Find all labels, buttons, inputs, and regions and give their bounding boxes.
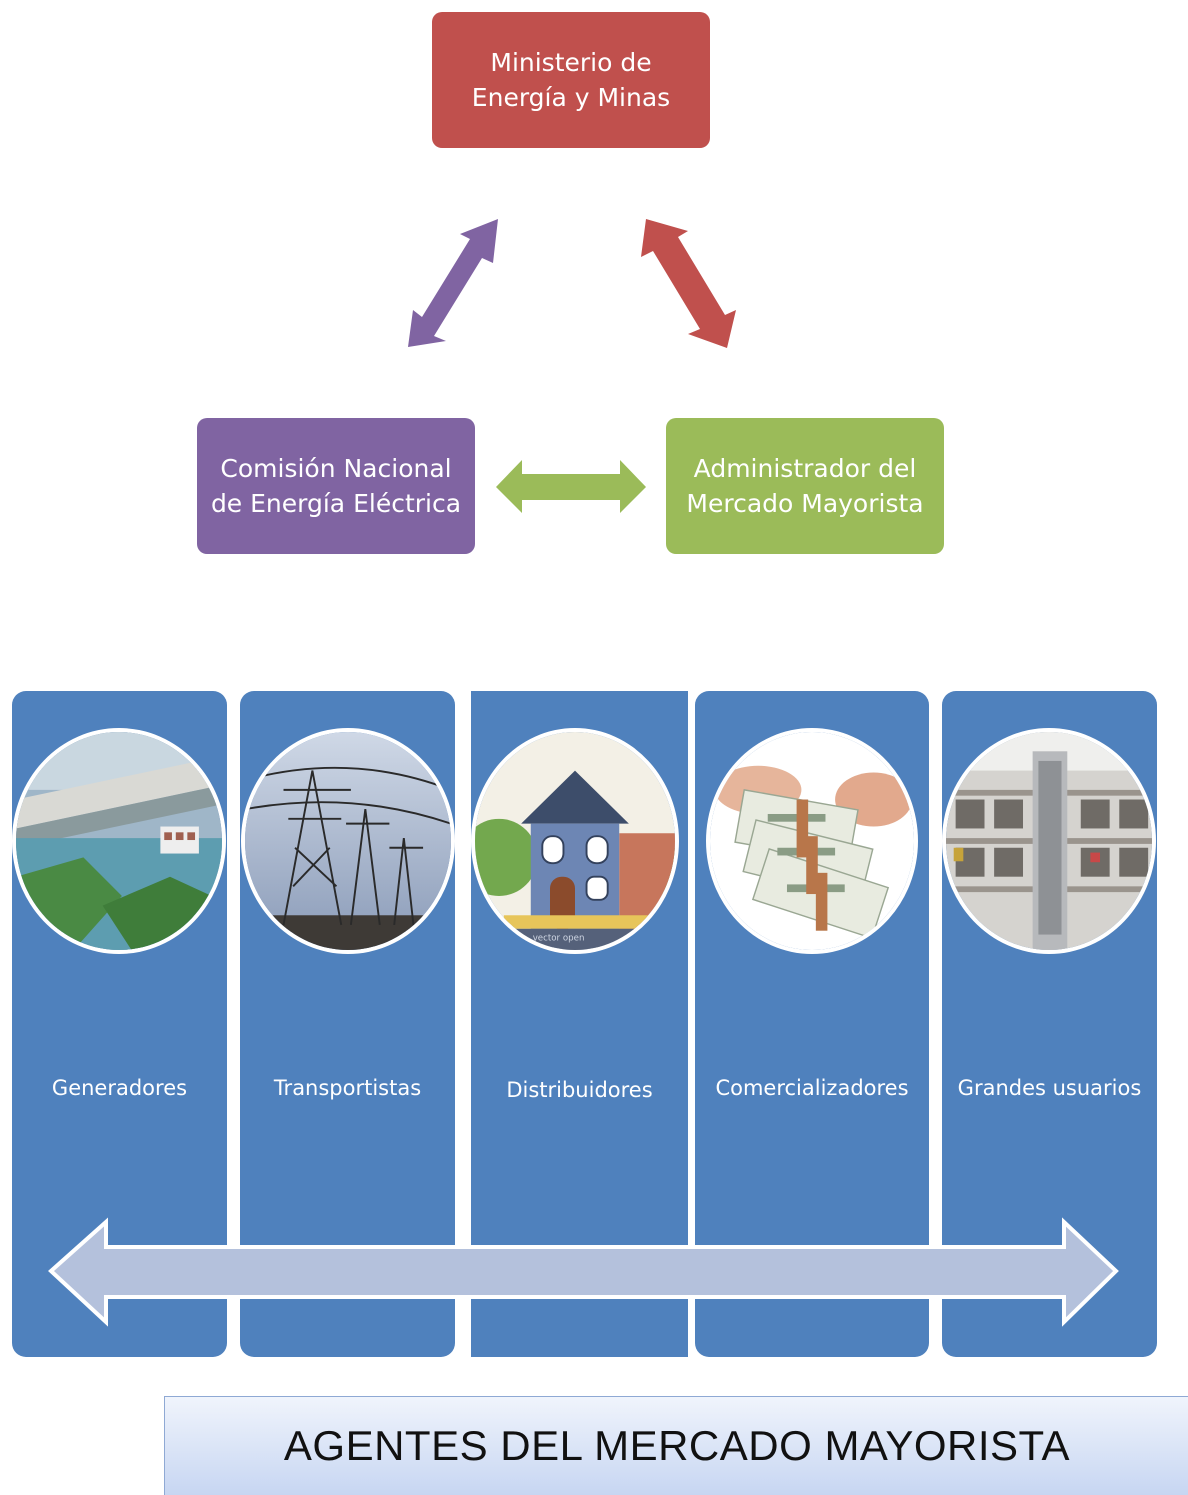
footer-title: AGENTES DEL MERCADO MAYORISTA xyxy=(283,1422,1071,1469)
house-image-caption: vector open xyxy=(533,933,585,943)
agent-label-transportistas: Transportistas xyxy=(273,1076,422,1100)
arrow-cnee-amm xyxy=(496,460,646,513)
agent-label-distribuidores: Distribuidores xyxy=(506,1078,653,1102)
node-ministerio-line1: Ministerio de xyxy=(490,48,652,77)
agent-label-grandes-usuarios: Grandes usuarios xyxy=(957,1076,1142,1100)
node-amm-line1: Administrador del xyxy=(693,454,917,483)
node-cnee-line1: Comisión Nacional xyxy=(220,454,452,483)
node-cnee-line2: de Energía Eléctrica xyxy=(210,489,462,518)
agent-label-generadores: Generadores xyxy=(51,1076,188,1100)
house-icon: vector open xyxy=(471,728,679,954)
node-amm-line2: Mercado Mayorista xyxy=(686,489,924,518)
cash-money-icon xyxy=(706,728,918,954)
node-ministerio: Ministerio de Energía y Minas xyxy=(432,12,710,148)
hydroelectric-dam-icon xyxy=(12,728,226,954)
footer-banner: AGENTES DEL MERCADO MAYORISTA xyxy=(164,1396,1188,1495)
node-cnee: Comisión Nacional de Energía Eléctrica xyxy=(197,418,475,554)
transmission-towers-icon xyxy=(241,728,455,954)
agent-label-comercializadores: Comercializadores xyxy=(715,1076,909,1100)
arrow-ministerio-cnee xyxy=(408,219,498,347)
shopping-mall-icon xyxy=(942,728,1156,954)
node-ministerio-line2: Energía y Minas xyxy=(471,83,671,112)
arrow-ministerio-amm xyxy=(641,219,736,348)
